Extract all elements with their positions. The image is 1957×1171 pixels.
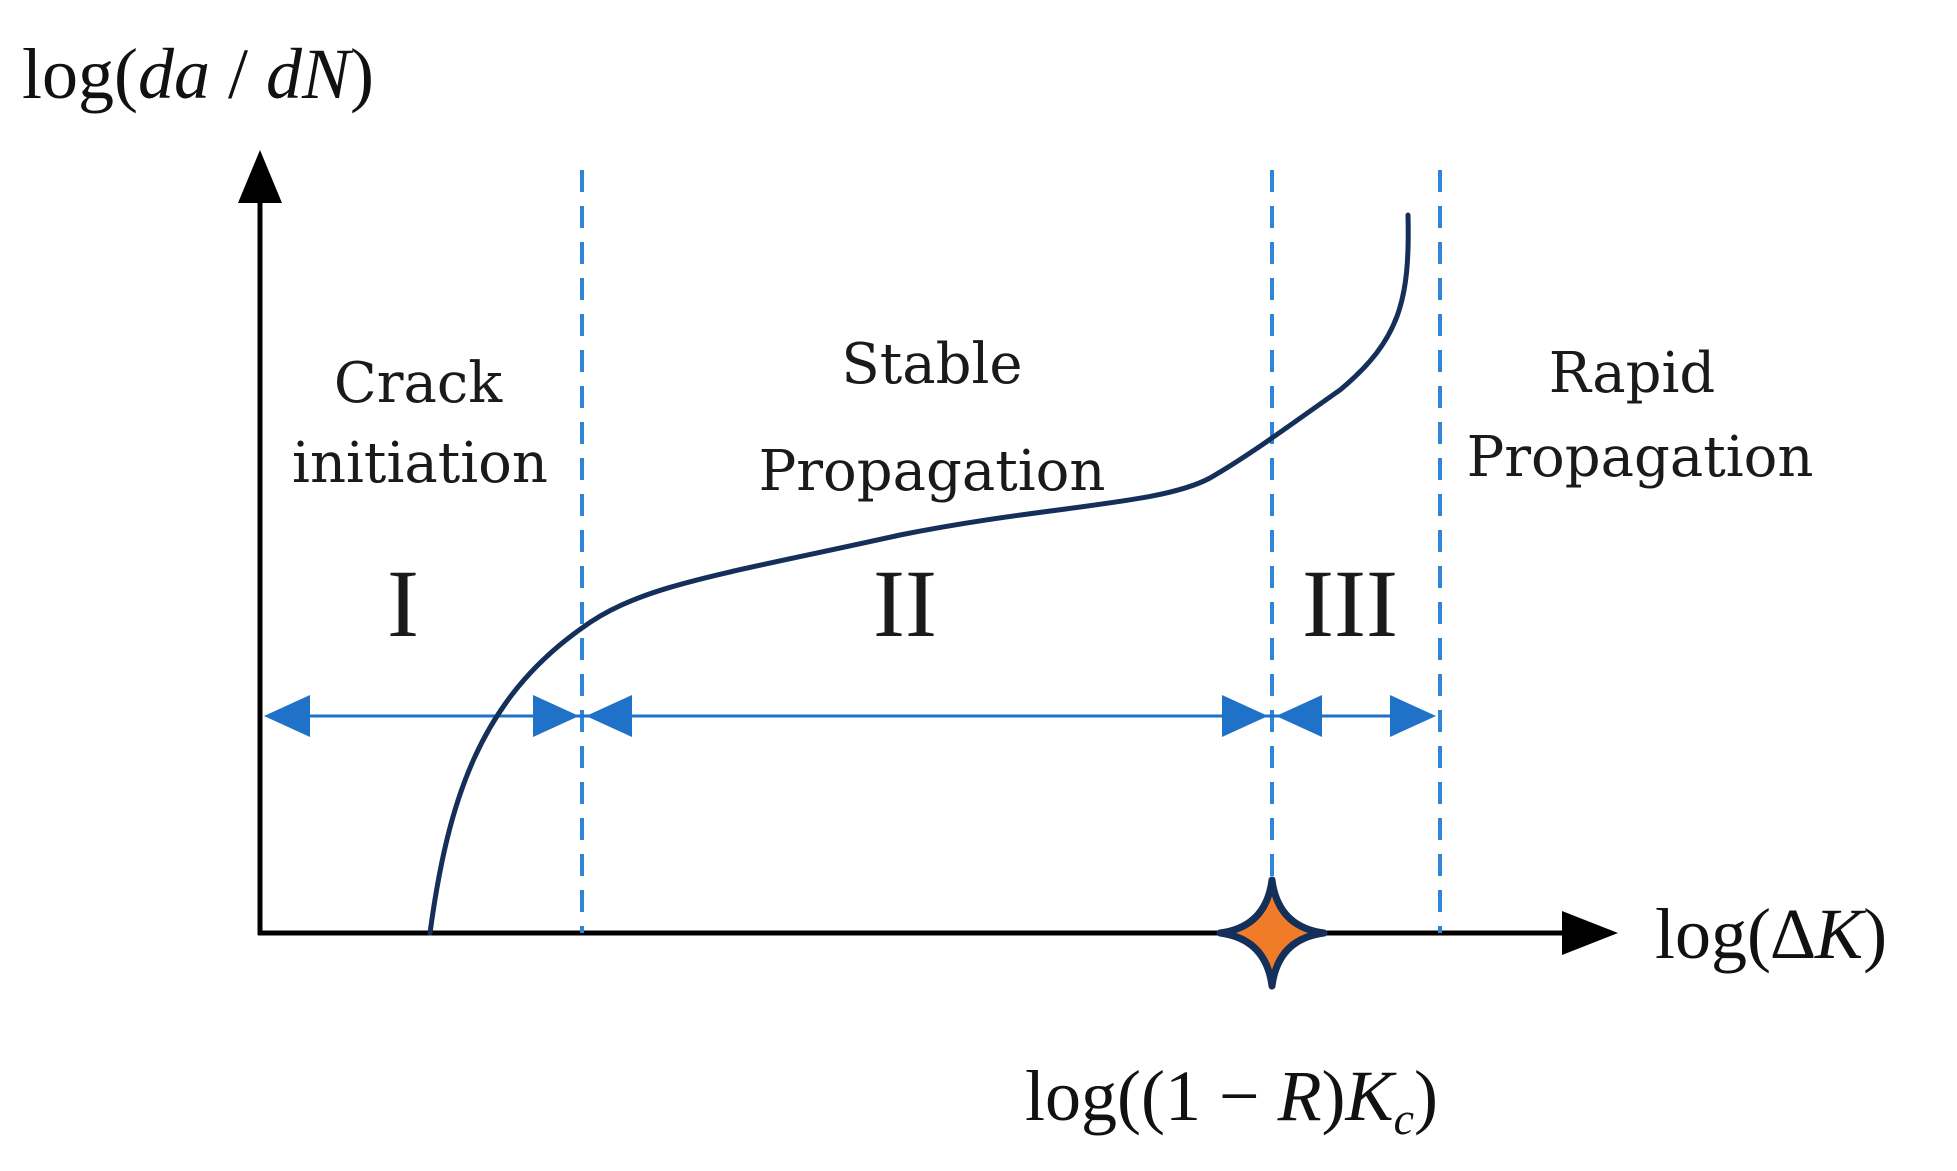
region-i-title-line2: initiation (292, 431, 548, 496)
x-axis-arrowhead-icon (1562, 911, 1618, 955)
span-iii-right-arrow-icon (1390, 695, 1436, 737)
four-point-star-icon (1216, 876, 1328, 990)
span-ii-left-arrow-icon (586, 695, 632, 737)
region-span-arrows (264, 695, 1436, 737)
region-i-numeral: I (387, 550, 419, 657)
span-i-left-arrow-icon (264, 695, 310, 737)
span-ii-right-arrow-icon (1222, 695, 1268, 737)
region-iii-title-line1: Rapid (1549, 341, 1715, 406)
region-labels: Crack initiation I Stable Propagation II… (292, 332, 1813, 657)
span-iii-left-arrow-icon (1276, 695, 1322, 737)
region-ii-title-line2: Propagation (759, 439, 1106, 504)
x-axis-label: log(∆K) (1655, 894, 1887, 974)
x-axis (258, 911, 1618, 955)
y-axis-arrowhead-icon (238, 150, 282, 203)
crack-growth-curve (427, 212, 1411, 936)
critical-point-marker (1216, 876, 1328, 990)
region-iii-title-line2: Propagation (1467, 425, 1814, 490)
region-ii-title-line1: Stable (841, 332, 1022, 397)
threshold-label: log((1 − R)Kc) (1025, 1056, 1438, 1144)
region-i-title-line1: Crack (334, 351, 503, 416)
y-axis-label: log(da / dN) (22, 34, 374, 114)
region-iii-numeral: III (1302, 550, 1398, 657)
span-i-right-arrow-icon (533, 695, 579, 737)
region-dividers (580, 170, 1442, 933)
y-axis (238, 150, 282, 935)
region-ii-numeral: II (873, 550, 937, 657)
